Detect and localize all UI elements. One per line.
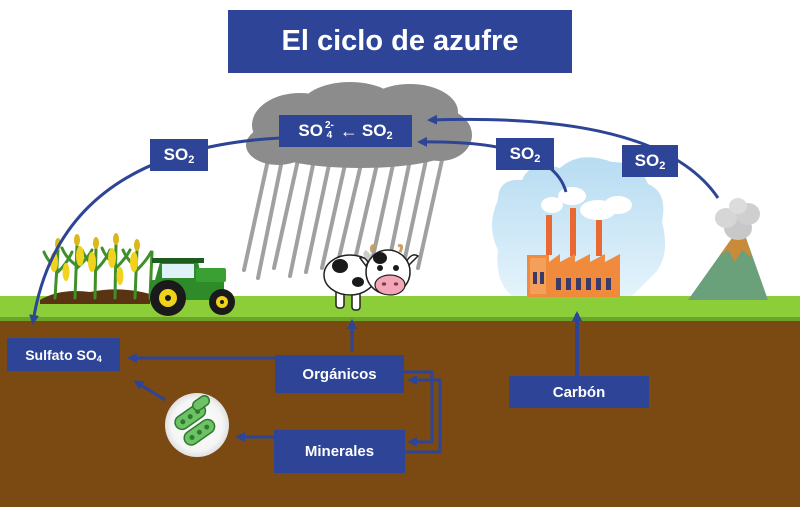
factory-icon (492, 157, 666, 297)
cloud-arrow: ← (339, 120, 358, 141)
page-title: El ciclo de azufre (228, 10, 572, 73)
arrow-organicos-to-minerales (404, 370, 434, 447)
so2-text: SO (361, 121, 387, 140)
organicos-label: Orgánicos (275, 355, 404, 393)
so4-text: SO (298, 121, 323, 140)
arrow-bacteria-to-sulfato (133, 380, 166, 402)
soil (0, 315, 800, 507)
so4-charge: 2- 4 (324, 120, 334, 141)
arrow-cloud-to-sulfato (29, 136, 281, 325)
corn-field-icon (40, 233, 154, 304)
rain-icon (242, 158, 444, 280)
cow-icon (323, 244, 420, 311)
minerales-label: Minerales (274, 430, 405, 473)
volcano-icon (688, 198, 768, 300)
carbon-label: Carbón (509, 376, 649, 408)
tractor-icon (150, 258, 235, 316)
so2-subscript: 2 (386, 130, 393, 142)
bacteria-icon (165, 393, 229, 457)
arrow-minerales-to-organicos (404, 375, 442, 454)
arrow-volcano-to-cloud (427, 114, 720, 199)
